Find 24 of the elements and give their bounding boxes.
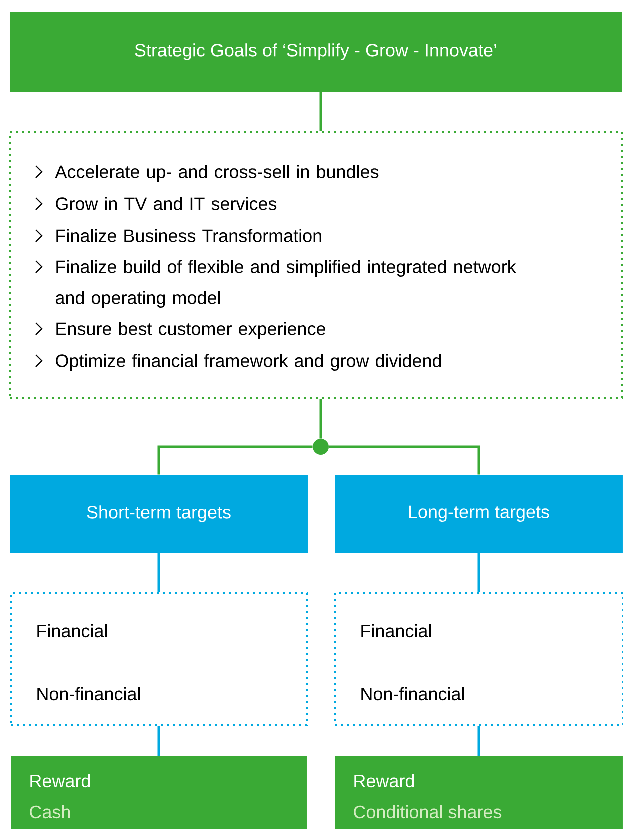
goal-text: Optimize financial framework and grow dividend xyxy=(56,354,442,371)
target-box: Long-term targets xyxy=(335,475,623,553)
goal-text: Finalize Business Transformation xyxy=(56,229,322,242)
connector-line xyxy=(478,726,480,756)
connector-line xyxy=(320,92,322,131)
connector-line xyxy=(158,553,160,592)
goal-text: Accelerate up- and cross-sell in bundles xyxy=(55,165,379,182)
target-box: Strategic Goals of ‘Simplify - Grow - Innovate’ xyxy=(10,12,622,92)
target-box: Short-term targets xyxy=(10,475,308,553)
goal-text: Ensure best customer experience xyxy=(56,322,326,339)
reward-box: Reward Conditional shares xyxy=(335,756,623,830)
target-text: Financial xyxy=(38,624,107,638)
target-text: Non-financial xyxy=(362,687,464,701)
connector-line xyxy=(478,553,480,592)
reward-box: Reward Cash xyxy=(11,756,307,830)
goal-text: Finalize build of flexible and simplified integrated network and operating model xyxy=(56,260,516,308)
goal-text: Grow in TV and IT services xyxy=(56,197,277,210)
connector-line xyxy=(158,726,160,756)
target-text: Financial xyxy=(362,624,431,638)
connector-line xyxy=(320,399,322,439)
connector-line xyxy=(329,446,480,475)
connector-line xyxy=(158,446,313,475)
junction-dot xyxy=(313,439,329,455)
target-text: Non-financial xyxy=(38,687,140,701)
